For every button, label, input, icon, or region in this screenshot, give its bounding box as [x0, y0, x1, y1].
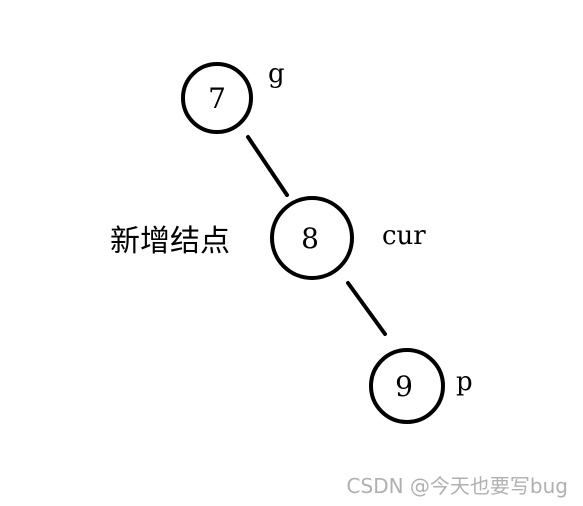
edge-g-to-cur [246, 135, 289, 197]
edge-cur-to-p [346, 281, 387, 336]
csdn-watermark: CSDN @今天也要写bug [347, 474, 568, 498]
node-parent-tag: p [456, 367, 473, 397]
node-current-tag: cur [382, 221, 426, 251]
node-grandparent-circle [181, 62, 253, 134]
node-parent-circle [369, 348, 445, 424]
node-grandparent: 7 [181, 62, 253, 134]
node-current: 8 [270, 196, 354, 280]
new-node-annotation: 新增结点 [110, 224, 230, 259]
node-grandparent-tag: g [268, 59, 285, 89]
node-current-circle [270, 196, 354, 280]
node-grandparent-value: 7 [208, 82, 226, 115]
node-parent: 9 [369, 348, 445, 424]
node-current-value: 8 [301, 222, 319, 255]
node-parent-value: 9 [395, 370, 413, 403]
